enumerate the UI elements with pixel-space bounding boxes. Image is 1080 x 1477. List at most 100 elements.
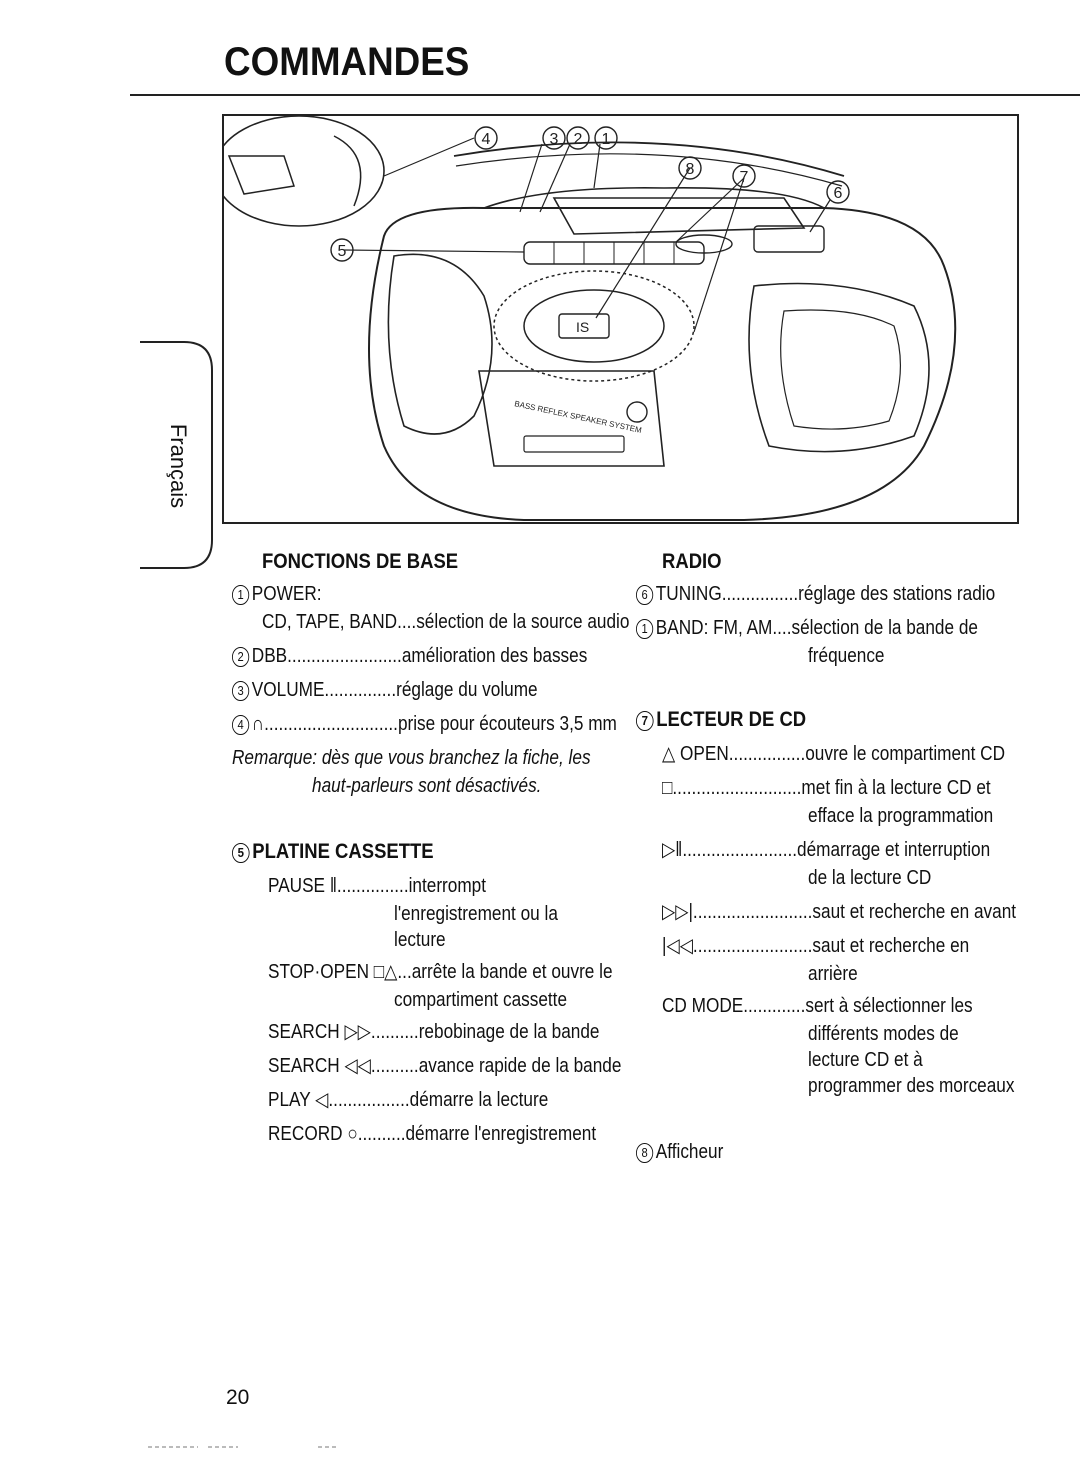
row-cd-tape-band: CD, TAPE, BAND....sélection de la source… [262,610,629,634]
heading-radio: RADIO [662,550,722,573]
language-tab-label-wrap: Français [148,416,208,516]
cd-next-icon: ▷▷| [662,901,693,923]
headphones-icon: ∩ [251,713,265,735]
cd-tape-band-desc: ....sélection de la source audio [397,611,630,633]
volume-label: VOLUME [251,679,325,701]
language-tab [140,340,214,570]
cd-mode-desc-3: lecture CD et à [808,1049,923,1071]
callout-3: 3 [550,131,559,148]
stop-open-desc-2: compartiment cassette [394,989,568,1011]
row-stop-open: STOP·OPEN □△...arrête la bande et ouvre … [268,960,613,984]
speaker-system-text: BASS REFLEX SPEAKER SYSTEM [514,399,643,435]
cd-next-desc: .........................saut et recherc… [692,901,1017,923]
pause-label: PAUSE ‖ [268,875,337,897]
pause-desc-2: l'enregistrement ou la [394,903,558,925]
cd-play-pause-icon: ▷‖ [662,839,683,861]
record-desc: ..........démarre l'enregistrement [357,1123,597,1145]
number-badge: 6 [636,585,654,605]
callout-2: 2 [574,131,583,148]
row-search-forward: SEARCH ◁◁..........avance rapide de la b… [268,1054,621,1078]
callout-7: 7 [740,169,749,186]
cd-play-pause-desc: ........................démarrage et int… [682,839,991,861]
band-desc: ....sélection de la bande de [772,617,978,639]
play-desc: .................démarre la lecture [328,1089,549,1111]
callout-8: 8 [686,161,695,178]
radio-cassette-drawing: 4 3 2 1 8 7 6 5 IS BASS REFLEX SPEAKER S… [224,116,957,521]
search-forward-desc: ..........avance rapide de la bande [370,1055,622,1077]
play-label: PLAY ◁ [268,1089,329,1111]
dbb-desc: ........................amélioration des… [287,645,588,667]
row-cd-stop: □...........................met fin à la… [662,776,991,800]
dbb-label: DBB [251,645,288,667]
number-badge: 2 [232,647,250,667]
cd-play-pause-desc-2: de la lecture CD [808,867,932,889]
number-badge: 4 [232,715,250,735]
page-title: COMMANDES [224,40,470,84]
cd-mode-desc: .............sert à sélectionner les [743,995,973,1017]
tuning-label: TUNING [655,583,722,605]
band-label: BAND: FM, AM [655,617,773,639]
search-rewind-desc: ..........rebobinage de la bande [370,1021,600,1043]
cd-prev-icon: |◁◁ [662,935,693,957]
cd-tape-band-label: CD, TAPE, BAND [262,611,398,633]
headphones-desc: ............................prise pour é… [264,713,617,735]
remark-line-1: Remarque: dès que vous branchez la fiche… [232,747,591,769]
title-rule [130,94,1080,96]
cd-stop-desc-2: efface la programmation [808,805,994,827]
row-headphones: 4∩............................prise pour… [232,712,617,736]
row-pause: PAUSE ‖...............interrompt [268,874,486,898]
volume-desc: ...............réglage du volume [324,679,538,701]
row-play: PLAY ◁.................démarre la lectur… [268,1088,548,1112]
search-rewind-label: SEARCH ▷▷ [268,1021,371,1043]
cd-mode-label: CD MODE [662,995,744,1017]
cd-open-label: △ OPEN [662,743,729,765]
row-record: RECORD ○..........démarre l'enregistreme… [268,1122,596,1146]
language-tab-label: Français [166,423,192,509]
cd-open-desc: ................ouvre le compartiment CD [728,743,1006,765]
device-illustration: 4 3 2 1 8 7 6 5 IS BASS REFLEX SPEAKER S… [222,114,1019,524]
number-badge: 1 [636,619,654,639]
pause-desc-3: lecture [394,929,446,951]
number-badge: 5 [232,843,250,863]
platine-cassette-title: PLATINE CASSETTE [252,840,434,863]
display-readout: IS [576,319,589,335]
number-badge: 3 [232,681,250,701]
row-cd-open: △ OPEN................ouvre le compartim… [662,742,1005,766]
footer-scan-marks [148,1440,348,1458]
cd-mode-desc-4: programmer des morceaux [808,1075,1015,1097]
lecteur-de-cd-title: LECTEUR DE CD [656,708,807,731]
row-cd-mode: CD MODE.............sert à sélectionner … [662,994,973,1018]
callout-5: 5 [338,243,347,260]
page-number: 20 [226,1386,250,1409]
remark-line-2: haut-parleurs sont désactivés. [312,775,542,797]
power-label: POWER: [251,583,322,605]
row-cd-play-pause: ▷‖........................démarrage et i… [662,838,990,862]
search-forward-label: SEARCH ◁◁ [268,1055,371,1077]
afficheur-label: Afficheur [655,1141,724,1163]
number-badge: 1 [232,585,250,605]
record-label: RECORD ○ [268,1123,358,1145]
row-search-rewind: SEARCH ▷▷..........rebobinage de la band… [268,1020,599,1044]
cd-mode-desc-2: différents modes de [808,1023,959,1045]
cd-prev-desc-2: arrière [808,963,858,985]
heading-fonctions-de-base: FONCTIONS DE BASE [262,550,459,573]
callout-1: 1 [602,131,611,148]
cd-stop-icon: □ [662,777,673,799]
stop-open-desc: ...arrête la bande et ouvre le [397,961,613,983]
number-badge: 8 [636,1143,654,1163]
row-cd-next: ▷▷|.........................saut et rech… [662,900,1016,924]
callout-4: 4 [482,131,491,148]
number-badge: 7 [636,711,654,731]
callout-6: 6 [834,185,843,202]
tuning-desc: ................réglage des stations rad… [721,583,996,605]
cd-stop-desc: ...........................met fin à la … [672,777,991,799]
cd-prev-desc: .........................saut et recherc… [692,935,970,957]
row-cd-prev: |◁◁.........................saut et rech… [662,934,969,958]
